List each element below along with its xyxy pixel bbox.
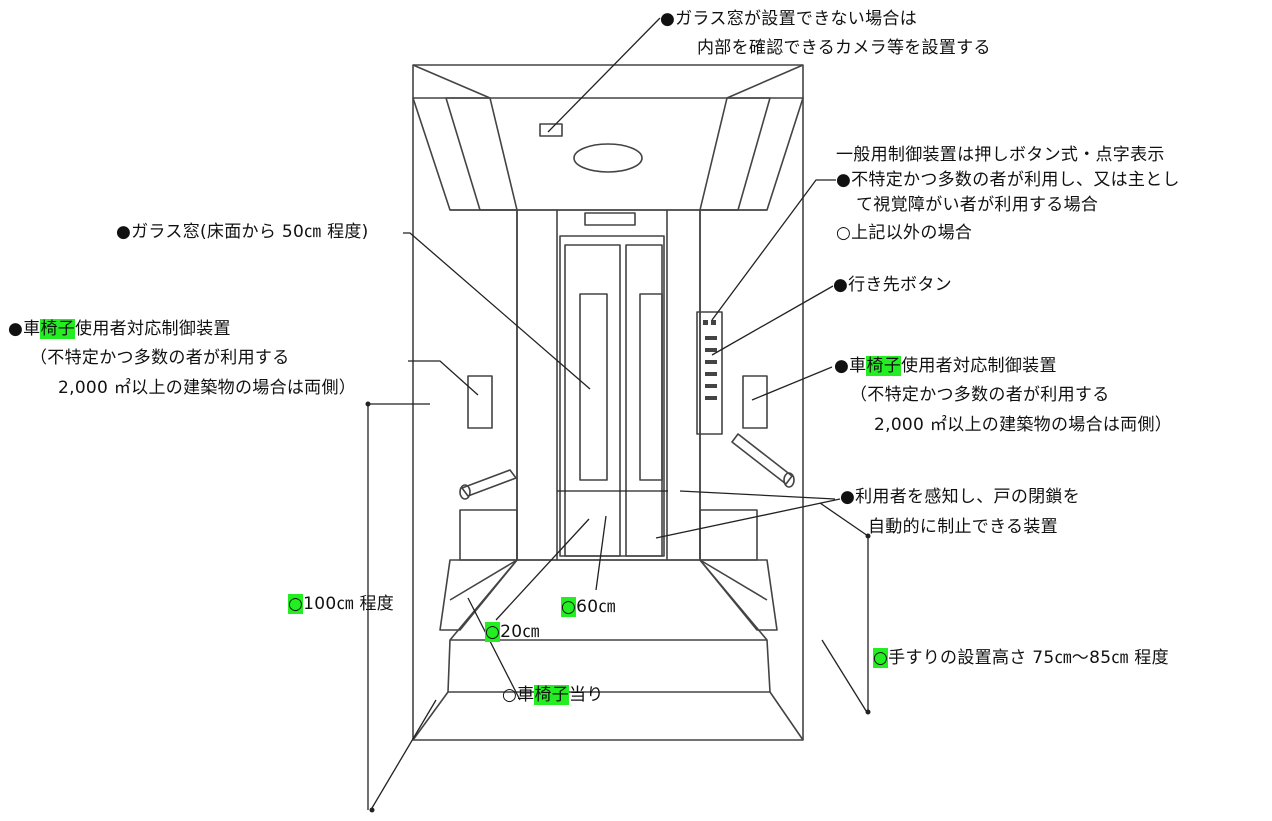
- door-left: [564, 244, 621, 557]
- label-control-line4: ○上記以外の場合: [836, 223, 973, 243]
- label-dim-20: ○20㎝: [485, 621, 540, 643]
- kick-plate-pre: ○車: [502, 685, 535, 705]
- label-sensor-line2: 自動的に制止できる装置: [868, 517, 1058, 537]
- height-100-mark: ○: [288, 594, 304, 614]
- back-wall: [516, 209, 701, 561]
- label-wheelchair-left-line2: （不特定かつ多数の者が利用する: [30, 348, 290, 368]
- label-control-line2: ●不特定かつ多数の者が利用し、又は主とし: [836, 170, 1180, 190]
- handrail-right: [731, 433, 793, 485]
- dim-20-mark: ○: [485, 622, 501, 642]
- handrail-height-mark: ○: [873, 648, 889, 668]
- dim-60-text: 60㎝: [576, 597, 616, 617]
- glass-window-right: [639, 293, 663, 481]
- wheelchair-left-post: 使用者対応制御装置: [75, 319, 231, 339]
- label-control-line1: 一般用制御装置は押しボタン式・点字表示: [836, 145, 1165, 165]
- label-kick-plate: ○車椅子当り: [502, 684, 604, 706]
- door-right: [625, 244, 663, 557]
- ceiling-light: [573, 143, 643, 173]
- wheelchair-left-pre: ●車: [8, 319, 41, 339]
- label-control-line3: て視覚障がい者が利用する場合: [856, 195, 1099, 215]
- wheelchair-right-highlight: 椅子: [866, 356, 902, 376]
- kick-plate-left: [439, 559, 518, 631]
- label-glass-window: ●ガラス窓(床面から 50㎝ 程度): [116, 222, 369, 242]
- floor-indicator: [584, 212, 636, 226]
- label-wheelchair-right-line3: 2,000 ㎡以上の建築物の場合は両側）: [874, 415, 1173, 435]
- label-height-100: ○100㎝ 程度: [288, 593, 394, 615]
- label-handrail-height: ○手すりの設置高さ 75㎝～85㎝ 程度: [873, 647, 1169, 669]
- label-camera-line1: ●ガラス窓が設置できない場合は: [660, 9, 917, 29]
- control-panel: [696, 311, 723, 435]
- kick-plate-right: [699, 559, 778, 631]
- label-dim-60: ○60㎝: [561, 596, 616, 618]
- handrail-height-text: 手すりの設置高さ 75㎝～85㎝ 程度: [888, 648, 1169, 668]
- dim-60-mark: ○: [561, 597, 577, 617]
- wheelchair-left-highlight: 椅子: [40, 319, 76, 339]
- label-destination-button: ●行き先ボタン: [833, 275, 952, 295]
- cab-outer-frame: [412, 64, 804, 741]
- handrail-left: [461, 469, 517, 497]
- label-wheelchair-left-line1: ●車椅子使用者対応制御装置: [8, 318, 231, 340]
- label-wheelchair-right-line2: （不特定かつ多数の者が利用する: [850, 385, 1110, 405]
- label-wheelchair-right-line1: ●車椅子使用者対応制御装置: [834, 355, 1057, 377]
- label-wheelchair-left-line3: 2,000 ㎡以上の建築物の場合は両側）: [58, 378, 357, 398]
- wheelchair-panel-left: [467, 375, 493, 429]
- wheelchair-right-post: 使用者対応制御装置: [901, 356, 1057, 376]
- camera-icon: [539, 123, 563, 137]
- wheelchair-panel-right: [742, 375, 768, 429]
- wheelchair-right-pre: ●車: [834, 356, 867, 376]
- label-camera-line2: 内部を確認できるカメラ等を設置する: [697, 38, 991, 58]
- height-100-text: 100㎝ 程度: [303, 594, 395, 614]
- glass-window-left: [579, 293, 608, 481]
- label-sensor-line1: ●利用者を感知し、戸の閉鎖を: [840, 487, 1081, 507]
- dim-20-text: 20㎝: [500, 622, 540, 642]
- kick-plate-highlight: 椅子: [534, 685, 570, 705]
- leader-lines: [366, 17, 869, 810]
- kick-plate-post: 当り: [569, 685, 604, 705]
